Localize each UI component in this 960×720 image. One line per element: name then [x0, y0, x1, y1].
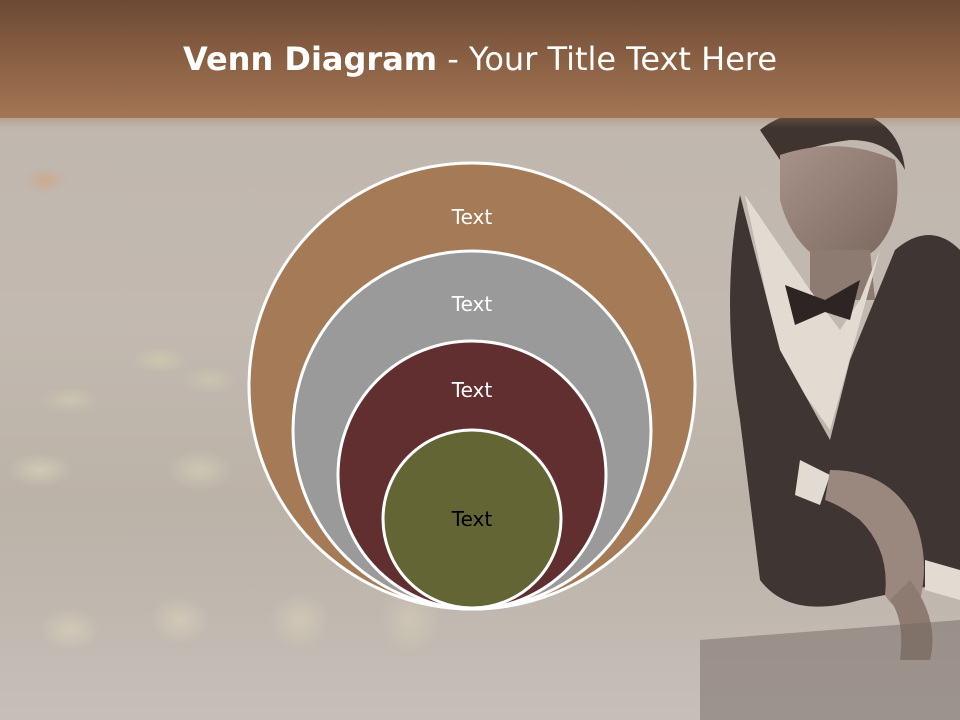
title-rest: - Your Title Text Here	[437, 40, 778, 78]
circle-inner: Text	[381, 428, 563, 610]
circle-third-label: Text	[451, 378, 493, 402]
circle-second-label: Text	[451, 292, 493, 316]
title-bar-fade	[0, 110, 960, 128]
title-bold: Venn Diagram	[182, 40, 438, 78]
circle-outer-label: Text	[451, 205, 493, 229]
title-bar	[0, 0, 960, 118]
slide-title: Venn Diagram - Your Title Text Here	[0, 40, 960, 78]
circle-inner-label: Text	[451, 507, 493, 531]
background-figure	[700, 109, 960, 720]
